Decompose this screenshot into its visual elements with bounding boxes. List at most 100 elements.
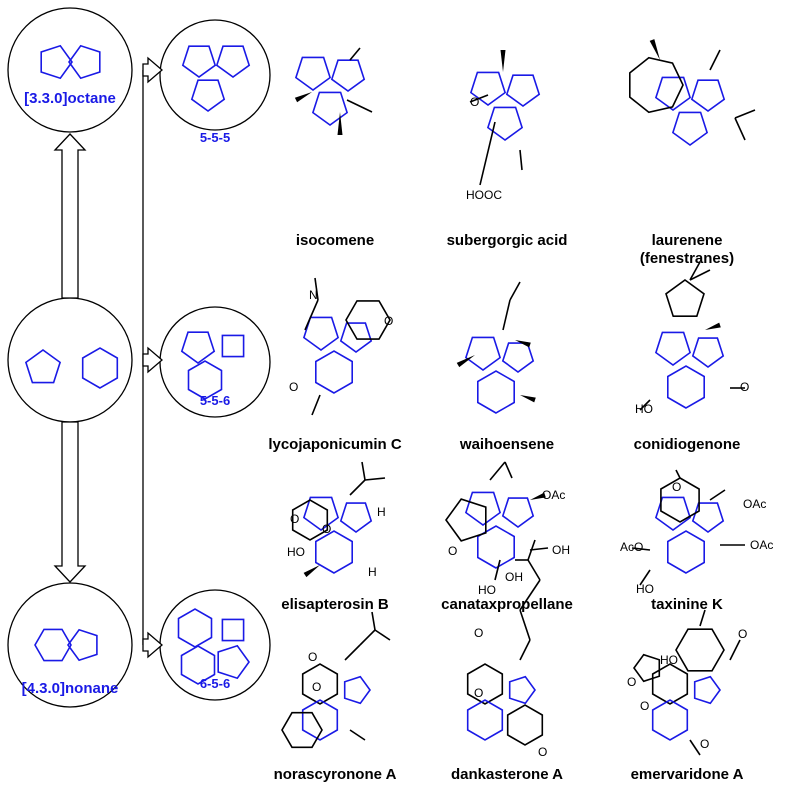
atom-label: HO xyxy=(478,583,496,597)
bond xyxy=(519,149,523,171)
bond xyxy=(469,94,489,103)
atom-label: O xyxy=(448,544,458,558)
bond xyxy=(364,477,386,481)
atom-label: HO xyxy=(636,582,654,596)
bond xyxy=(314,277,319,301)
ring xyxy=(464,336,502,371)
ring xyxy=(651,663,689,705)
ring xyxy=(675,628,725,672)
compound-name: dankasterone A xyxy=(451,766,563,783)
atom-label: N xyxy=(309,288,318,302)
ring xyxy=(339,322,373,353)
ring xyxy=(187,360,223,400)
ring xyxy=(691,337,725,368)
compound-name: subergorgic acid xyxy=(446,232,568,249)
pentalene-ring xyxy=(68,44,101,80)
bond xyxy=(639,569,651,586)
atom-label: O xyxy=(289,380,299,394)
compound-name: conidiogenone xyxy=(633,436,741,453)
atom-label: O xyxy=(308,650,318,664)
atom-label: O xyxy=(290,512,300,526)
atom-label: HO xyxy=(660,653,678,667)
bond xyxy=(689,739,701,756)
indane-ring xyxy=(34,628,72,662)
atom-label: O xyxy=(322,522,332,536)
ring xyxy=(666,365,706,409)
compound-name: isocomene xyxy=(295,232,375,249)
compound-name: waihoensene xyxy=(459,436,555,453)
ring xyxy=(301,699,339,741)
ring xyxy=(190,79,226,112)
ring xyxy=(180,331,216,364)
ring xyxy=(294,56,332,91)
arrow-right-555 xyxy=(142,56,163,84)
atom-label: O xyxy=(672,480,682,494)
bond xyxy=(527,559,541,581)
ring xyxy=(330,59,366,92)
ring xyxy=(464,491,502,526)
atom-label: O xyxy=(740,380,750,394)
cyclohexane-ring xyxy=(81,347,119,389)
ring xyxy=(501,342,535,373)
pentalene-ring xyxy=(40,44,73,80)
bond xyxy=(349,479,366,496)
ring xyxy=(291,499,329,541)
atom-label: OAc xyxy=(743,497,767,511)
ring xyxy=(301,663,339,705)
atom-label: H xyxy=(377,505,386,519)
compound-name: norascyronone A xyxy=(273,766,397,783)
wedge-bond xyxy=(520,395,536,403)
bond xyxy=(519,579,541,611)
ring xyxy=(345,300,391,340)
ring xyxy=(660,477,700,523)
wedge-bond xyxy=(530,492,546,500)
bond xyxy=(709,49,721,71)
ring xyxy=(633,653,661,683)
bond xyxy=(734,117,746,141)
bond xyxy=(371,611,376,631)
atom-label: O xyxy=(738,627,748,641)
bond xyxy=(729,639,741,661)
bond xyxy=(519,609,531,641)
ring xyxy=(221,618,245,642)
ring xyxy=(508,675,536,705)
ring xyxy=(666,530,706,574)
atom-label: O xyxy=(538,745,548,759)
bond xyxy=(346,99,373,113)
ring xyxy=(501,497,535,528)
wedge-bond xyxy=(294,92,312,103)
arrow-right-656 xyxy=(142,631,163,659)
label-656: 6-5-6 xyxy=(199,676,231,691)
bond xyxy=(529,547,549,551)
atom-label: HOOC xyxy=(466,188,502,202)
ring xyxy=(177,608,213,648)
ring xyxy=(314,350,354,394)
atom-label: O xyxy=(384,314,394,328)
compound-subtitle: (fenestranes) xyxy=(639,250,735,267)
ring xyxy=(665,279,705,318)
atom-label: HO xyxy=(287,545,305,559)
wedge-bond xyxy=(303,565,320,578)
wedge-bond xyxy=(456,355,475,368)
ring xyxy=(445,498,487,542)
ring xyxy=(654,76,692,111)
cyclopentane-ring xyxy=(24,349,62,384)
compound-name: laurenene xyxy=(651,232,723,249)
ring xyxy=(181,45,217,78)
bond xyxy=(689,269,711,281)
bond xyxy=(527,539,536,561)
atom-label: O xyxy=(474,686,484,700)
bond xyxy=(504,461,513,479)
bond xyxy=(304,299,319,331)
ring xyxy=(506,704,544,746)
atom-label: OH xyxy=(505,570,523,584)
atom-label: OAc xyxy=(750,538,774,552)
atom-label: O xyxy=(470,95,480,109)
wedge-bond xyxy=(705,322,721,330)
wedge-bond xyxy=(337,112,343,135)
bond xyxy=(374,629,391,641)
atom-label: O xyxy=(627,675,637,689)
atom-label: H xyxy=(368,565,377,579)
nonane-circle xyxy=(7,582,133,708)
